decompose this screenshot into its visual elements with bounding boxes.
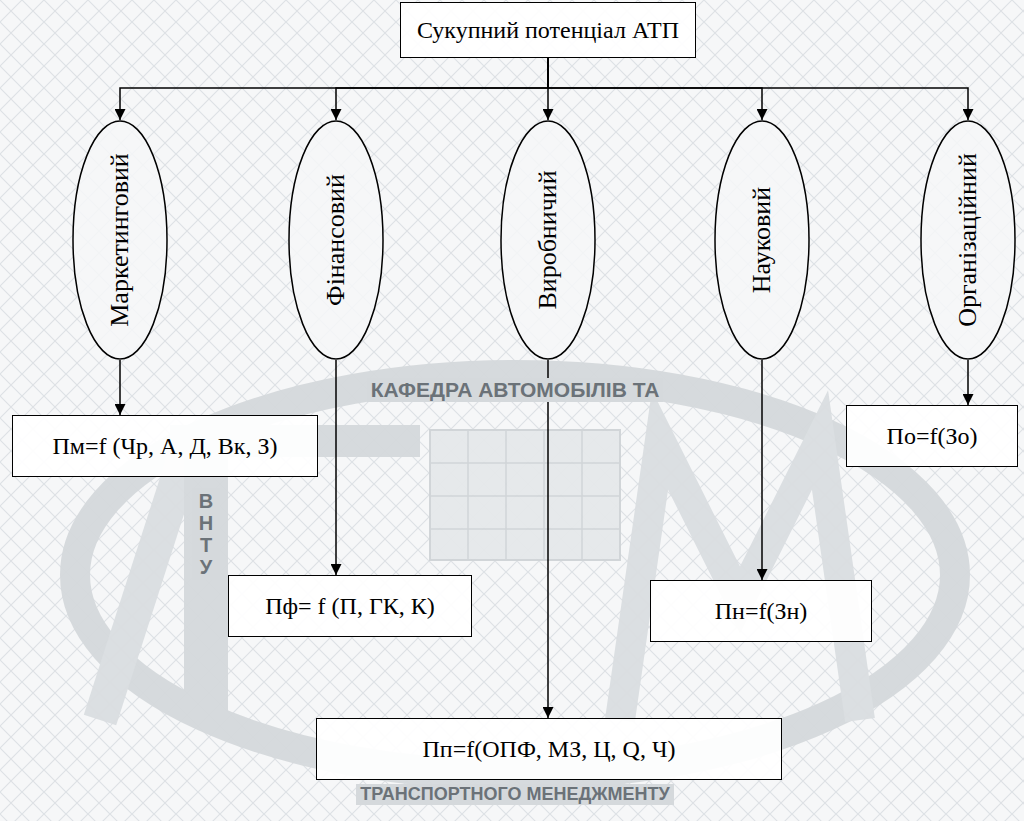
watermark-text: ТРАНСПОРТНОГО МЕНЕДЖМЕНТУ (356, 784, 673, 805)
connector-arrow (967, 360, 969, 405)
node-text: Пф= f (П, ГК, К) (265, 592, 435, 621)
potential-ellipse: Маркетинговий (72, 120, 168, 360)
node-text: Пп=f(ОПФ, МЗ, Ц, Q, Ч) (423, 735, 676, 764)
connector-arrow (761, 360, 763, 580)
ellipse-shape (289, 121, 383, 359)
ellipse-shape (921, 121, 1015, 359)
potential-ellipse: Організаційний (920, 120, 1016, 360)
node-text: Пм=f (Чр, А, Д, Вк, З) (52, 432, 277, 461)
formula-box: Пм=f (Чр, А, Д, Вк, З) (12, 415, 318, 477)
watermark-letters: ВНТУ (192, 488, 220, 580)
ellipse-shape (501, 121, 595, 359)
formula-box: Пп=f(ОПФ, МЗ, Ц, Q, Ч) (316, 718, 782, 780)
connector-arrow (120, 58, 548, 120)
connector-arrow (335, 360, 337, 575)
watermark-text: КАФЕДРА АВТОМОБІЛІВ ТА (367, 378, 664, 402)
node-text: Організаційний (952, 153, 983, 327)
potential-ellipse: Науковий (714, 120, 810, 360)
formula-box: По=f(Зо) (846, 405, 1018, 467)
node-text: По=f(Зо) (887, 422, 978, 451)
formula-box: Пф= f (П, ГК, К) (228, 575, 472, 637)
ellipse-shape (73, 121, 167, 359)
node-text: Фінансовий (320, 174, 351, 306)
node-text: Сукупний потенціал АТП (417, 16, 679, 45)
node-text: Пн=f(Зн) (715, 597, 808, 626)
node-text: Виробничий (532, 170, 563, 309)
watermark-letter (184, 457, 228, 720)
connector-arrow (336, 58, 548, 120)
potential-ellipse: Виробничий (500, 120, 596, 360)
node-text: Науковий (746, 187, 777, 293)
connector-arrow (548, 58, 968, 120)
title-box: Сукупний потенціал АТП (400, 2, 696, 58)
ellipse-shape (715, 121, 809, 359)
formula-box: Пн=f(Зн) (650, 580, 872, 642)
connector-arrow (119, 360, 121, 415)
watermark-grid (430, 430, 620, 560)
node-text: Маркетинговий (104, 153, 135, 327)
potential-ellipse: Фінансовий (288, 120, 384, 360)
connector-arrow (547, 360, 549, 718)
connector-arrow (548, 58, 762, 120)
watermark-letter (100, 440, 190, 720)
